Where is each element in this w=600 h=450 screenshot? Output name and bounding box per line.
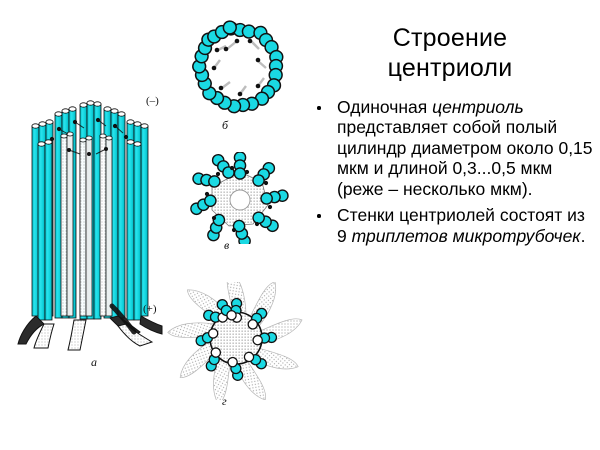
minus-pole-label: (–) [146, 95, 159, 107]
list-item: Стенки центриолей состоят из 9 триплетов… [306, 205, 594, 246]
title-line-1: Строение [392, 24, 508, 52]
panel-v-label: в [224, 238, 230, 252]
plus-pole-label: (+) [143, 303, 157, 315]
bullet-1-seg-0: Одиночная [337, 97, 433, 117]
linker-nodes-v [204, 165, 273, 233]
bullet-1-seg-2: представляет собой полый цилиндр диаметр… [337, 117, 593, 199]
bullet-dot-icon [317, 106, 321, 110]
bullet-2-seg-2: . [580, 225, 586, 246]
page-title: Строение центриоли [306, 24, 594, 83]
bullet-list: Одиночная центриоль представляет собой п… [306, 97, 594, 246]
triplet-ring-g [195, 297, 278, 381]
panel-b-cross-section [192, 20, 284, 114]
bullet-1-text: Одиночная центриоль представляет собой п… [337, 97, 593, 199]
bullet-dot-icon [317, 214, 321, 218]
panel-b-label: б [222, 118, 229, 132]
panel-g-cross-section [167, 282, 303, 400]
panel-g-label: г [222, 394, 227, 408]
slide-text-column: Строение центриоли Одиночная центриоль п… [306, 18, 594, 318]
triplet-ring-v [190, 152, 289, 244]
linker-nodes-b [211, 38, 261, 97]
hub-lumen [229, 189, 251, 211]
title-line-2: центриоли [387, 53, 513, 82]
panel-v-cross-section [190, 152, 289, 244]
panel-a-label: а [91, 355, 97, 369]
bullet-2-seg-0: Стенки центриолей состоят из 9 [337, 205, 585, 246]
bullet-1-seg-1: центриоль [432, 97, 524, 117]
triplet-ring-b [192, 20, 284, 114]
bullet-2-text: Стенки центриолей состоят из 9 триплетов… [337, 205, 585, 245]
basal-feet [17, 315, 163, 351]
list-item: Одиночная центриоль представляет собой п… [306, 97, 594, 199]
centriole-figure: (–) (+) а [17, 20, 303, 408]
bullet-2-seg-1: триплетов микротрубочек [351, 225, 581, 246]
panel-a-cylinder [17, 100, 163, 351]
